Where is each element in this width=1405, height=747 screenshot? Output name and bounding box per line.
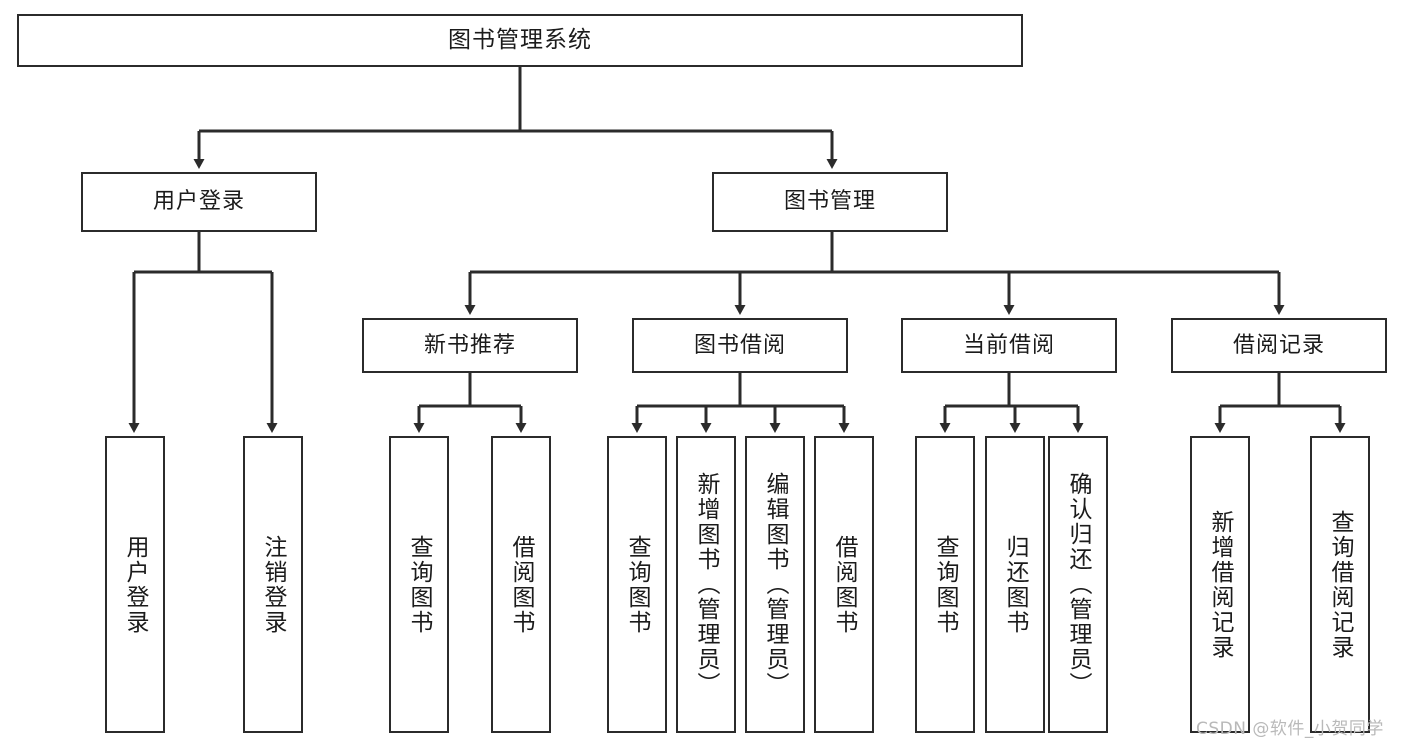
- watermark-text: CSDN @软件_小贺同学: [1196, 719, 1384, 739]
- node-label: 借阅图书: [831, 534, 858, 635]
- node-label: 图书管理系统: [448, 26, 592, 53]
- node-book-borrow[interactable]: 图书借阅: [632, 318, 848, 373]
- node-leaf-logout-login[interactable]: 注销登录: [243, 436, 303, 733]
- node-label: 用户登录: [122, 534, 149, 635]
- node-leaf-add-book-admin[interactable]: 新增图书（管理员）: [676, 436, 736, 733]
- node-leaf-return-book[interactable]: 归还图书: [985, 436, 1045, 733]
- node-label: 归还图书: [1002, 534, 1029, 635]
- node-leaf-query-borrow-record[interactable]: 查询借阅记录: [1310, 436, 1370, 733]
- node-label: 新书推荐: [423, 332, 516, 358]
- node-label: 借阅记录: [1232, 332, 1325, 358]
- node-leaf-query-book-3[interactable]: 查询图书: [915, 436, 975, 733]
- node-leaf-edit-book-admin[interactable]: 编辑图书（管理员）: [745, 436, 805, 733]
- node-label: 当前借阅: [962, 332, 1055, 358]
- node-leaf-query-book-2[interactable]: 查询图书: [607, 436, 667, 733]
- node-label: 编辑图书（管理员）: [762, 472, 789, 697]
- node-label: 借阅图书: [508, 534, 535, 635]
- node-label: 查询图书: [624, 534, 651, 635]
- node-label: 查询借阅记录: [1327, 509, 1354, 660]
- node-label: 注销登录: [260, 534, 287, 635]
- node-root-book-management-system[interactable]: 图书管理系统: [17, 14, 1023, 67]
- node-leaf-confirm-return-admin[interactable]: 确认归还（管理员）: [1048, 436, 1108, 733]
- node-leaf-borrow-book-2[interactable]: 借阅图书: [814, 436, 874, 733]
- node-leaf-borrow-book-1[interactable]: 借阅图书: [491, 436, 551, 733]
- node-current-borrow[interactable]: 当前借阅: [901, 318, 1117, 373]
- node-leaf-query-book-1[interactable]: 查询图书: [389, 436, 449, 733]
- node-label: 确认归还（管理员）: [1065, 472, 1092, 697]
- node-leaf-user-login[interactable]: 用户登录: [105, 436, 165, 733]
- node-label: 新增借阅记录: [1207, 509, 1234, 660]
- node-label: 查询图书: [406, 534, 433, 635]
- node-new-book-recommend[interactable]: 新书推荐: [362, 318, 578, 373]
- node-label: 查询图书: [932, 534, 959, 635]
- node-leaf-add-borrow-record[interactable]: 新增借阅记录: [1190, 436, 1250, 733]
- node-label: 图书借阅: [693, 332, 786, 358]
- node-user-login[interactable]: 用户登录: [81, 172, 317, 232]
- node-label: 图书管理: [783, 189, 876, 215]
- node-borrow-record[interactable]: 借阅记录: [1171, 318, 1387, 373]
- node-label: 新增图书（管理员）: [693, 472, 720, 697]
- node-label: 用户登录: [152, 189, 245, 215]
- node-book-management[interactable]: 图书管理: [712, 172, 948, 232]
